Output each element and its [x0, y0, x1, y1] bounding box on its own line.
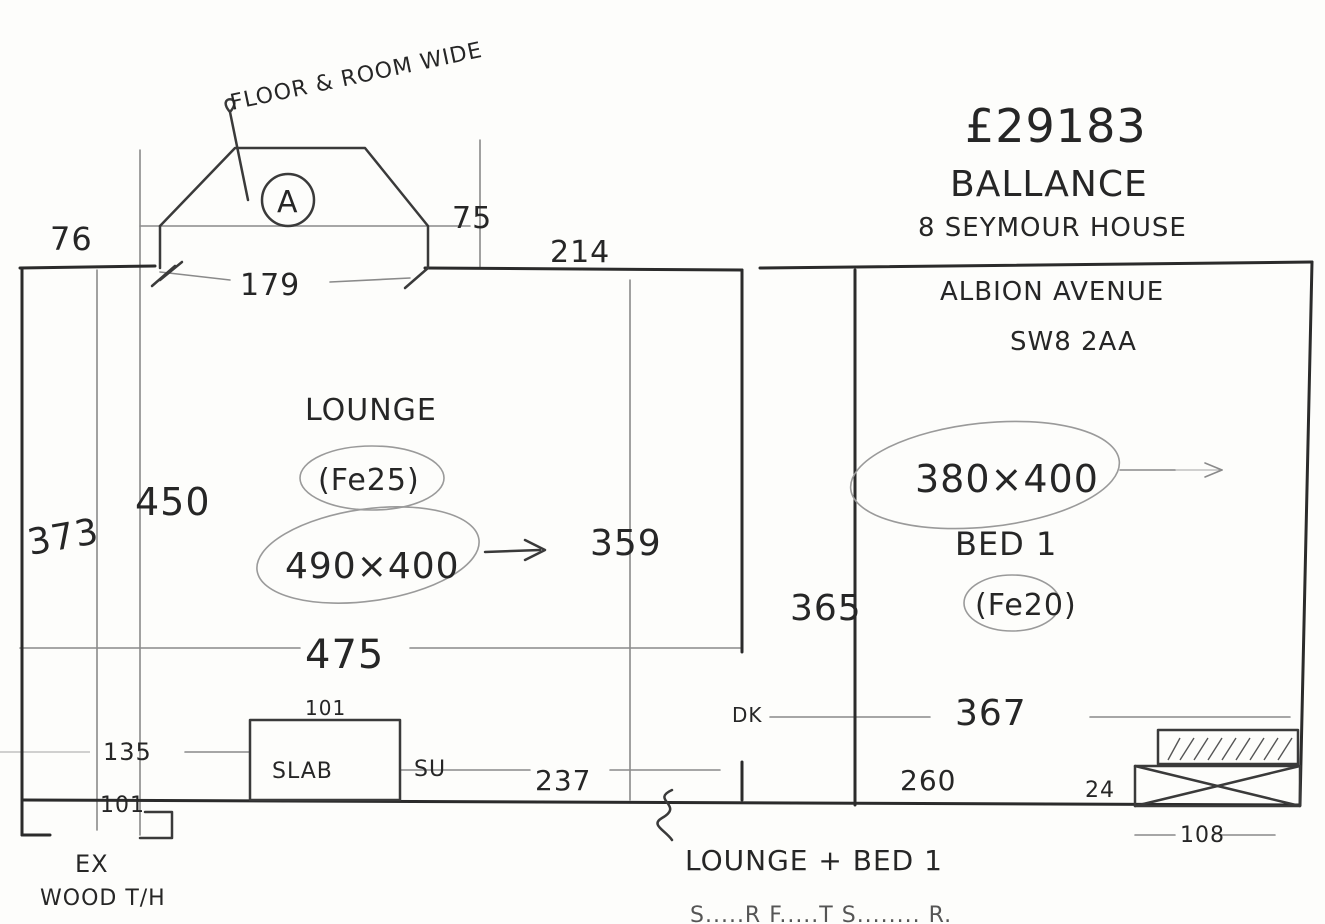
bed1-size: 380×400: [915, 457, 1099, 501]
lounge-fee-ellipse: [299, 445, 445, 511]
bed1-fee: (Fe20): [975, 588, 1077, 623]
dim-367: 367: [955, 693, 1027, 734]
lounge-name: LOUNGE: [305, 393, 437, 428]
dk-label: DK: [732, 703, 763, 727]
dim-237: 237: [535, 764, 591, 797]
bay-marker: A: [277, 185, 299, 220]
bed1-size-ellipse: [849, 420, 1121, 530]
bottom-note: LOUNGE + BED 1: [685, 844, 943, 877]
dim-373: 373: [24, 511, 102, 564]
dim-260: 260: [900, 764, 956, 797]
dim-359: 359: [590, 523, 662, 564]
dim-108: 108: [1180, 823, 1225, 848]
dim-475: 475: [305, 632, 384, 678]
bed1-name: BED 1: [955, 525, 1057, 563]
lounge-size: 490×400: [285, 546, 460, 587]
dim-101-left: 101: [100, 793, 145, 818]
bay-note-hook: [224, 98, 250, 202]
bottom-note-cut: S.....R F.....T S........ R.: [690, 903, 952, 924]
pencil-guides: [0, 139, 1291, 836]
dim-76: 76: [50, 220, 93, 258]
dim-365: 365: [790, 588, 862, 629]
dim-450: 450: [135, 480, 211, 524]
brace-mark: [656, 788, 674, 842]
dim-24: 24: [1085, 778, 1115, 803]
header-price: £29183: [965, 99, 1147, 153]
header-line-4: SW8 2AA: [1010, 327, 1137, 357]
fitted-unit: [1133, 728, 1302, 808]
dim-135: 135: [103, 738, 152, 766]
slab-box: [248, 718, 402, 802]
dim-214: 214: [550, 235, 610, 270]
dim-101-top: 101: [305, 696, 346, 720]
ex-label: EX: [75, 850, 109, 878]
bay-note: FLOOR & ROOM WIDE: [228, 38, 485, 116]
bay-marker-circle: [260, 172, 316, 228]
dim-179: 179: [240, 268, 300, 303]
dimensions: 76 179 75 214 373 450 359 475 365 367 10…: [24, 201, 1225, 848]
dim-75: 75: [452, 201, 492, 236]
lounge-fee: (Fe25): [318, 463, 420, 498]
header-line-1: BALLANCE: [950, 164, 1148, 205]
header-line-3: ALBION AVENUE: [940, 277, 1164, 307]
walls: [18, 146, 1314, 840]
header-line-2: 8 SEYMOUR HOUSE: [918, 213, 1187, 243]
bed1-fee-ellipse: [963, 574, 1061, 632]
su-label: SU: [414, 757, 446, 782]
header-block: £29183 BALLANCE 8 SEYMOUR HOUSE ALBION A…: [918, 99, 1187, 357]
slab-label: SLAB: [272, 759, 333, 784]
wood-label: WOOD T/H: [40, 886, 166, 911]
